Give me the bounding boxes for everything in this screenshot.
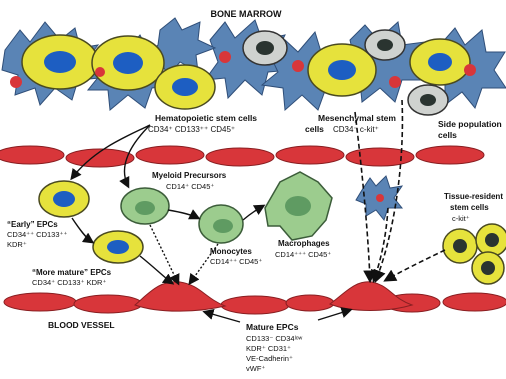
- mature-epc-markers2: KDR⁺ CD31⁺: [246, 344, 291, 353]
- tissue-resident-stem-cell: [472, 252, 504, 284]
- marrow-red-cell: [292, 60, 304, 72]
- arrow-stem-dashed: [374, 208, 388, 280]
- arrow-monocyte-to-macrophage: [243, 206, 263, 220]
- msc-name-line2: cells: [305, 124, 324, 134]
- tissue-resident-stem-cell: [443, 229, 477, 263]
- early-epc-name: “Early” EPCs: [7, 220, 58, 229]
- arrow-mature-to-left: [205, 312, 240, 322]
- tissue-resident-markers: c-kit⁺: [452, 214, 470, 223]
- side-population-line2: cells: [438, 130, 457, 140]
- title-bone-marrow: BONE MARROW: [211, 9, 282, 19]
- macrophage-cell: [265, 172, 332, 240]
- arrow-myeloid-to-monocyte: [168, 210, 198, 218]
- early-epc-markers1: CD34⁺⁺ CD133⁺⁺: [7, 230, 67, 239]
- myeloid-markers: CD14⁺ CD45⁺: [166, 182, 214, 191]
- more-mature-epc-markers: CD34⁺ CD133⁺ KDR⁺: [32, 278, 106, 287]
- arrow-early-to-mature-epc: [72, 218, 92, 242]
- marrow-red-cell: [10, 76, 22, 88]
- tissue-resident-stem-cell: [476, 224, 506, 256]
- marrow-yellow-cell: [410, 39, 470, 85]
- arrow-myeloid-dotted: [150, 225, 178, 283]
- myeloid-name: Myeloid Precursors: [152, 171, 227, 180]
- marrow-red-cell: [464, 64, 476, 76]
- marrow-yellow-cell: [308, 44, 376, 96]
- blood-vessel-label: BLOOD VESSEL: [48, 320, 115, 330]
- monocyte-cell: [199, 205, 243, 243]
- more-mature-epc-cell: [93, 231, 143, 263]
- marrow-red-cell: [95, 67, 105, 77]
- hsc-markers: CD34⁺ CD133⁺⁺ CD45⁺: [148, 125, 235, 134]
- marrow-red-cell: [219, 51, 231, 63]
- hsc-name: Hematopoietic stem cells: [155, 113, 257, 123]
- msc-name-line1: Mesenchymal stem: [318, 113, 396, 123]
- early-epc-markers2: KDR⁺: [7, 240, 27, 249]
- msc-markers: CD34⁻ c-kit⁺: [333, 125, 379, 134]
- monocytes-markers: CD14⁺⁺ CD45⁺: [210, 257, 262, 266]
- monocytes-name: Monocytes: [210, 247, 252, 256]
- bone-marrow-region: [2, 18, 506, 115]
- tissue-resident-line2: stem cells: [450, 203, 489, 212]
- arrow-tissue-dashed: [386, 250, 445, 280]
- arrow-more-mature-to-vessel: [140, 256, 172, 283]
- marrow-yellow-cell: [22, 35, 98, 89]
- marrow-red-cell: [389, 76, 401, 88]
- endothelial-row-top: [0, 146, 484, 167]
- macrophages-name: Macrophages: [278, 239, 330, 248]
- mature-epc-markers1: CD133⁻ CD34ˡᵒʷ: [246, 334, 303, 343]
- marrow-yellow-cell: [92, 36, 164, 90]
- mature-epc-markers4: vWF⁺: [246, 364, 265, 373]
- macrophages-markers: CD14⁺⁺⁺ CD45⁺: [275, 250, 331, 259]
- circulating-stem-cell: [356, 176, 402, 220]
- marrow-grey-cell: [408, 85, 448, 115]
- mature-epc-name: Mature EPCs: [246, 322, 299, 332]
- marrow-yellow-cell: [155, 65, 215, 109]
- side-population-line1: Side population: [438, 119, 502, 129]
- myeloid-precursor-cell: [121, 188, 169, 224]
- mature-epc-markers3: VE-Cadherin⁺: [246, 354, 293, 363]
- mature-epc-cell: [135, 282, 225, 311]
- early-epc-cell: [39, 181, 89, 217]
- marrow-grey-cell: [365, 30, 405, 60]
- marrow-grey-cell: [243, 31, 287, 65]
- tissue-resident-line1: Tissue-resident: [444, 192, 503, 201]
- arrow-mature-to-right: [318, 310, 350, 320]
- more-mature-epc-name: “More mature” EPCs: [32, 268, 112, 277]
